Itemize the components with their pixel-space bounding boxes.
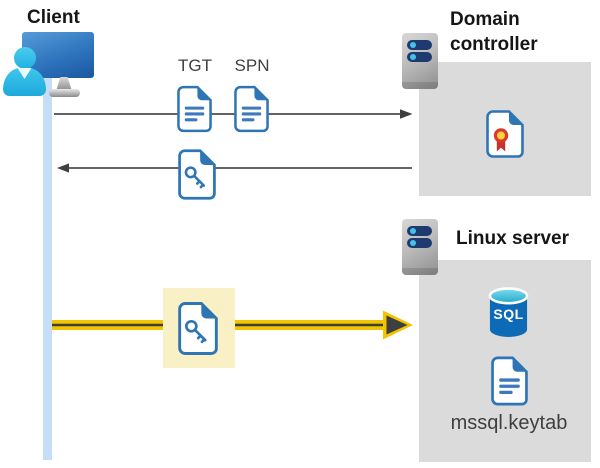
user-icon [14,47,36,69]
response-arrow [57,163,412,173]
certificate-icon [486,110,524,158]
client-timeline-line [43,76,52,460]
domain-controller-label: Domain controller [450,9,538,55]
server-slot-icon [407,238,432,248]
user-collar-icon [17,68,32,79]
spn-label: SPN [234,56,270,75]
linux-server-icon [402,219,438,275]
monitor-stand-icon [56,77,72,91]
server-slot-icon [407,40,432,50]
keytab-key-document-icon [178,302,218,355]
keytab-filename-label: mssql.keytab [450,412,568,434]
sql-cylinder-icon [488,287,529,337]
domain-controller-server-icon [402,33,438,89]
server-slot-icon [407,52,432,62]
spn-document-icon [234,85,269,133]
server-slot-icon [407,226,432,236]
tgt-document-icon [177,85,212,133]
keytab-document-icon [491,356,528,406]
sql-database-icon: SQL [487,285,530,342]
tgt-label: TGT [178,56,212,75]
client-label: Client [27,7,80,28]
request-arrow [54,109,413,119]
linux-server-label: Linux server [456,228,569,249]
ticket-key-document-icon [178,149,216,200]
monitor-base-icon [49,89,80,97]
sql-badge-label: SQL [493,306,524,322]
